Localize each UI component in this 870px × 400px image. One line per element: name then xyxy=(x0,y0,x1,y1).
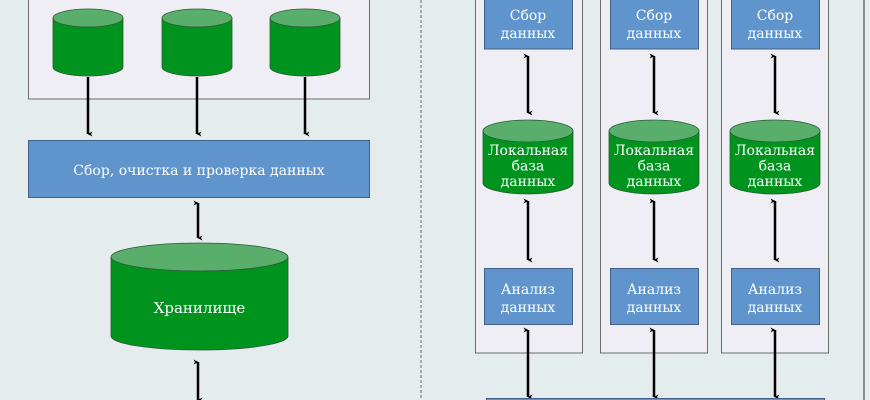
collect-data-label: данных xyxy=(501,26,556,42)
analysis-box[interactable] xyxy=(484,268,573,325)
node-column: СборданныхЛокальнаябазаданныхАнализданны… xyxy=(600,0,708,354)
collect-data-box[interactable] xyxy=(731,0,820,50)
storage-cylinder[interactable] xyxy=(110,242,289,351)
collect-data-label: данных xyxy=(627,26,682,42)
etl-label: Сбор, очистка и проверка данных xyxy=(73,163,325,179)
analysis-label: данных xyxy=(501,300,556,316)
analysis-label: данных xyxy=(748,300,803,316)
local-db-cylinder[interactable] xyxy=(482,119,574,195)
collect-data-box[interactable] xyxy=(484,0,573,50)
local-db-label: данных xyxy=(627,174,682,190)
analysis-box[interactable] xyxy=(610,268,699,325)
storage-label: Хранилище xyxy=(154,299,246,317)
bottom-bar[interactable] xyxy=(486,398,825,400)
local-db-label: данных xyxy=(501,174,556,190)
node-column: СборданныхЛокальнаябазаданныхАнализданны… xyxy=(721,0,829,354)
analysis-label: Анализ xyxy=(748,282,802,298)
local-db-label: база xyxy=(638,159,671,175)
analysis-box[interactable] xyxy=(731,268,820,325)
local-db-label: база xyxy=(512,159,545,175)
local-db-label: Локальная xyxy=(735,143,815,159)
analysis-label: Анализ xyxy=(627,282,681,298)
collect-data-label: Сбор xyxy=(510,8,547,24)
local-db-cylinder[interactable] xyxy=(729,119,821,195)
source-db-cylinder[interactable] xyxy=(52,8,124,77)
local-db-label: Локальная xyxy=(614,143,694,159)
collect-data-label: Сбор xyxy=(757,8,794,24)
local-db-label: данных xyxy=(748,174,803,190)
local-db-cylinder[interactable] xyxy=(608,119,700,195)
local-db-label: база xyxy=(759,159,792,175)
local-db-label: Локальная xyxy=(488,143,568,159)
collect-data-label: данных xyxy=(748,26,803,42)
collect-data-label: Сбор xyxy=(636,8,673,24)
analysis-label: Анализ xyxy=(501,282,555,298)
source-db-cylinder[interactable] xyxy=(161,8,233,77)
analysis-label: данных xyxy=(627,300,682,316)
etl-box[interactable] xyxy=(28,140,370,198)
node-column: СборданныхЛокальнаябазаданныхАнализданны… xyxy=(475,0,583,354)
collect-data-box[interactable] xyxy=(610,0,699,50)
source-db-cylinder[interactable] xyxy=(269,8,341,77)
